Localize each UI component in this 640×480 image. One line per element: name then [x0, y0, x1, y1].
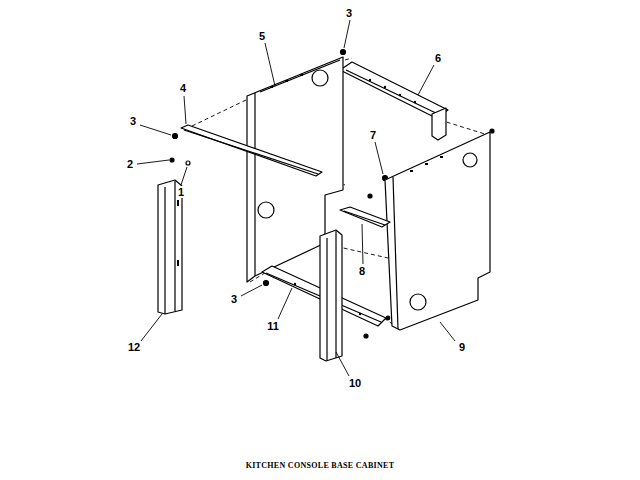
front-vertical-post [320, 230, 342, 361]
bracket [340, 207, 390, 227]
top-front-rail [181, 125, 322, 176]
right-side-panel [385, 132, 490, 330]
leader-lines [137, 20, 455, 376]
callout-number: 3 [230, 293, 238, 305]
callout-number: 1 [177, 186, 185, 198]
callout-number: 10 [348, 377, 362, 389]
callout-number: 3 [345, 7, 353, 19]
callout-number: 9 [458, 341, 466, 353]
rear-rail [340, 62, 448, 140]
callout-number: 7 [369, 129, 377, 141]
callout-number: 5 [258, 30, 266, 42]
callout-number: 6 [434, 52, 442, 64]
callout-number: 3 [129, 115, 137, 127]
callout-number: 2 [126, 158, 134, 170]
left-vertical-post [158, 180, 182, 314]
callout-number: 8 [358, 265, 366, 277]
caption: KITCHEN CONSOLE BASE CABINET [246, 461, 395, 470]
callout-number: 11 [266, 320, 280, 332]
callout-number: 4 [179, 82, 187, 94]
callout-number: 12 [127, 341, 141, 353]
